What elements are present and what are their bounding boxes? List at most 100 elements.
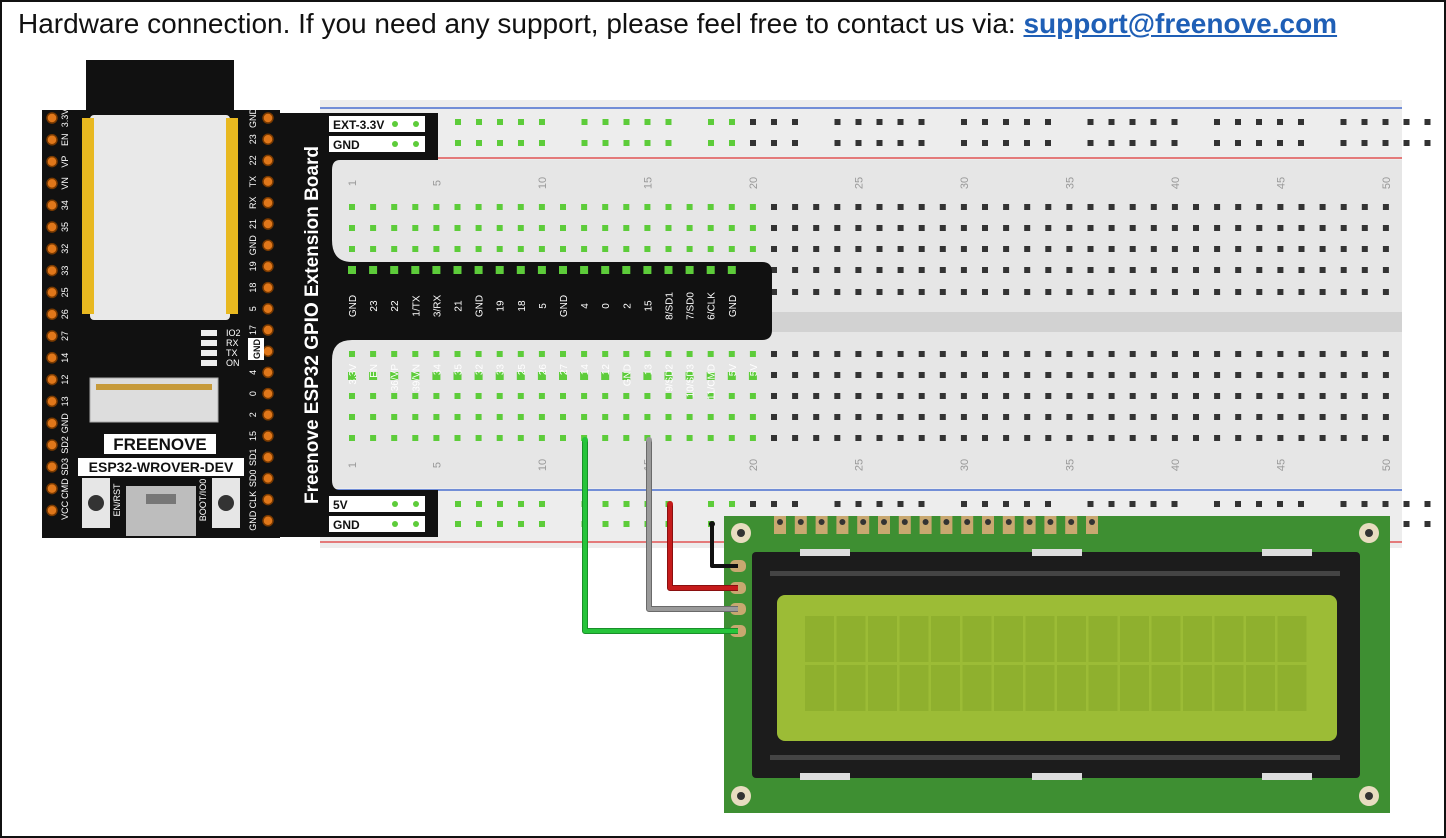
ext-bottom-pin-label: 32 xyxy=(475,364,486,376)
breadboard-hole xyxy=(939,246,946,252)
ext-bottom-pin xyxy=(685,372,694,380)
rail-hole xyxy=(1340,501,1347,507)
breadboard-hole xyxy=(1298,414,1305,420)
rail-hole xyxy=(539,501,545,507)
breadboard-hole xyxy=(1108,204,1115,210)
5v-rail-tag xyxy=(329,496,425,512)
ext-bottom-pin-label: 34 xyxy=(432,364,443,376)
breadboard-column-number: 30 xyxy=(959,459,971,471)
breadboard-hole xyxy=(1150,414,1157,420)
breadboard-hole xyxy=(1024,204,1031,210)
rail-hole xyxy=(1214,119,1220,125)
rail-hole xyxy=(518,521,524,527)
esp32-left-pin-label: VCC xyxy=(60,500,70,520)
ext-bottom-pin xyxy=(432,372,441,380)
ext-bottom-pin xyxy=(559,372,567,380)
lcd-char-cell xyxy=(1057,616,1086,662)
esp32-led xyxy=(201,330,217,336)
breadboard-hole xyxy=(560,393,566,399)
lcd-char-cell xyxy=(1183,665,1212,711)
esp32-left-pin xyxy=(46,352,58,364)
gnd-tag-label: GND xyxy=(252,339,262,360)
breadboard-hole xyxy=(433,393,440,399)
breadboard-hole xyxy=(644,225,651,231)
esp32-right-pin xyxy=(262,218,274,230)
rail-hole xyxy=(1298,501,1304,507)
breadboard-hole xyxy=(433,414,440,420)
breadboard-hole xyxy=(433,351,440,357)
breadboard-hole xyxy=(1003,414,1010,420)
boot-button-cap[interactable] xyxy=(218,495,234,511)
ext-bottom-pin xyxy=(601,372,610,380)
ext-top-pin xyxy=(622,266,631,274)
breadboard-hole xyxy=(560,225,566,231)
ext-top-pin-label: 23 xyxy=(369,300,380,312)
esp32-right-pin xyxy=(262,281,274,294)
breadboard-hole xyxy=(728,414,735,420)
lcd-top-header xyxy=(774,516,1098,534)
esp32-right-pin-label: TX xyxy=(248,176,258,188)
esp32-left-pin xyxy=(46,373,58,386)
lcd-clip-3 xyxy=(1262,549,1312,556)
en-rst-button-cap[interactable] xyxy=(88,495,104,511)
esp32-right-pin-label: 4 xyxy=(248,370,258,375)
breadboard-hole xyxy=(1024,393,1031,399)
breadboard-hole xyxy=(1277,267,1284,273)
esp32-left-pin-label: 3.3V xyxy=(60,109,70,128)
ext-top-pin xyxy=(643,266,652,274)
esp32-led-label: RX xyxy=(226,338,239,348)
breadboard-column-number: 5 xyxy=(431,180,443,186)
lcd-header-pin-hole xyxy=(860,519,867,525)
breadboard-hole xyxy=(475,414,482,420)
esp32-left-pin xyxy=(46,199,58,211)
breadboard-column-number: 20 xyxy=(748,177,760,189)
breadboard-hole xyxy=(517,246,524,252)
breadboard-hole xyxy=(560,246,566,252)
lcd-char-cell xyxy=(1120,665,1149,711)
breadboard-hole xyxy=(1150,246,1157,252)
esp32-right-pin-label: 22 xyxy=(248,155,258,165)
rail-hole xyxy=(1403,521,1410,527)
breadboard-hole xyxy=(1277,372,1284,378)
breadboard-hole xyxy=(982,289,988,295)
breadboard-hole xyxy=(939,267,946,273)
breadboard-hole xyxy=(1045,372,1052,378)
wire-gnd xyxy=(710,524,738,568)
breadboard-hole xyxy=(1150,435,1157,441)
breadboard-hole xyxy=(918,267,925,273)
rail-hole xyxy=(771,140,777,146)
ext-top-pin-label: 3/RX xyxy=(432,295,443,318)
breadboard-hole xyxy=(1150,393,1157,399)
extension-board-title: Freenove ESP32 GPIO Extension Board xyxy=(302,146,323,504)
breadboard-hole xyxy=(792,414,799,420)
breadboard-hole xyxy=(728,225,735,231)
ext-bottom-pin xyxy=(495,372,504,380)
wire-vcc xyxy=(668,504,738,590)
lcd-clip-6 xyxy=(1262,773,1312,780)
breadboard-hole xyxy=(538,225,545,231)
rail-hole xyxy=(1235,501,1241,507)
lcd-clip-5 xyxy=(1032,773,1082,780)
esp32-left-pin-label: 13 xyxy=(60,396,70,406)
breadboard-hole xyxy=(1298,372,1305,378)
support-email-link[interactable]: support@freenove.com xyxy=(1023,8,1338,39)
breadboard-hole xyxy=(876,225,883,231)
esp32-left-pin xyxy=(46,439,58,451)
rail-hole xyxy=(1277,119,1283,125)
breadboard-hole xyxy=(1129,414,1136,420)
breadboard-hole xyxy=(707,246,714,252)
lcd-mount-hole-br-center xyxy=(1365,792,1373,800)
rail-hole xyxy=(623,140,630,146)
breadboard-hole xyxy=(960,289,967,295)
breadboard-hole xyxy=(1150,351,1157,357)
extension-rail-pins xyxy=(390,119,421,529)
breadboard-hole xyxy=(1045,267,1052,273)
breadboard-hole xyxy=(876,393,883,399)
breadboard-hole xyxy=(792,393,799,399)
breadboard-hole xyxy=(602,393,609,399)
breadboard-hole xyxy=(876,414,883,420)
esp32-right-pin-label: GND xyxy=(248,235,258,256)
breadboard-hole xyxy=(370,393,377,399)
lcd-char-cell xyxy=(868,616,897,662)
rail-hole xyxy=(982,140,988,146)
